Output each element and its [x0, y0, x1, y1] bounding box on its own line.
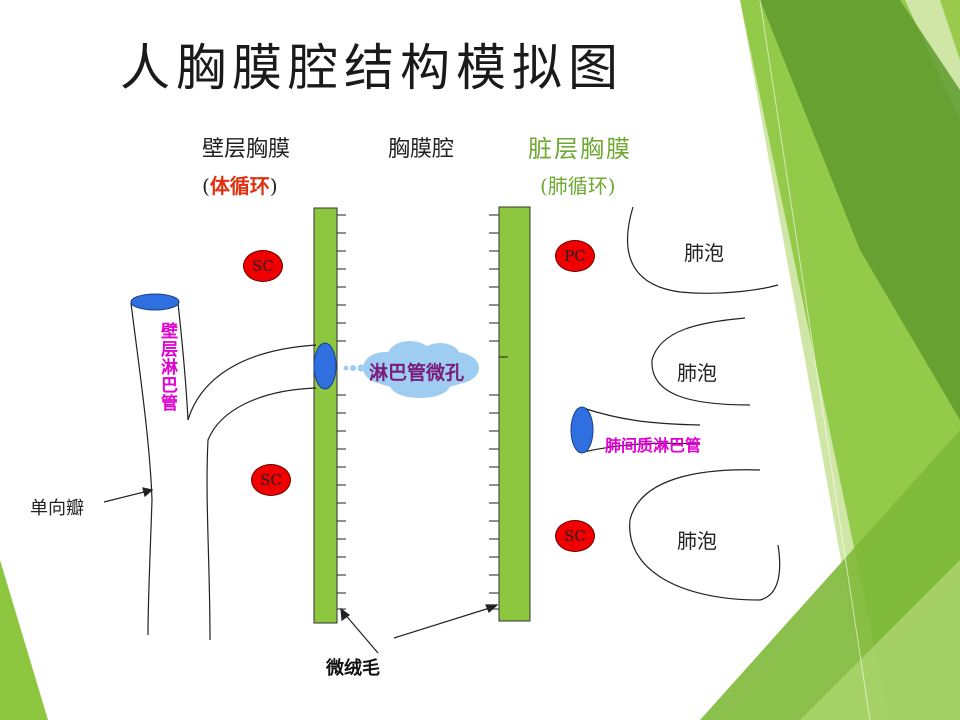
microvilli-label: 微绒毛 — [326, 658, 380, 679]
pc-marker: PC — [555, 240, 595, 272]
parietal-lymph-label: 壁层淋巴管 — [157, 322, 177, 412]
sc-marker-top: SC — [243, 250, 283, 282]
paren-open: ( — [202, 174, 210, 198]
lymph-stoma-cloud — [363, 341, 479, 398]
microvilli-ticks-parietal — [337, 214, 346, 610]
alveolus-label-3: 肺泡 — [677, 529, 717, 553]
interstitial-lymph-vessel — [582, 407, 701, 453]
microvilli-ticks-visceral — [489, 214, 508, 610]
lymph-stoma-ellipse — [313, 342, 337, 390]
visceral-pleura-bar — [498, 206, 531, 622]
paren-close: ) — [269, 174, 278, 198]
parietal-pleura-bar — [313, 207, 338, 624]
sc-marker-middle: SC — [251, 464, 291, 496]
annotation-arrows — [103, 487, 499, 654]
parietal-lymph-vessel — [130, 302, 317, 641]
header-systemic-circulation: (体循环) — [202, 170, 278, 199]
interstitial-lymph-opening — [570, 406, 594, 454]
one-way-valve-label: 单向瓣 — [30, 498, 84, 519]
sc-marker-right: SC — [555, 520, 595, 552]
header-pleural-cavity: 胸膜腔 — [388, 137, 455, 162]
slide-title: 人胸膜腔结构模拟图 — [120, 39, 624, 97]
header-visceral-pleura: 脏层胸膜 — [528, 135, 632, 163]
interstitial-lymph-label: 肺间质淋巴管 — [605, 436, 702, 455]
systemic-circulation-text: 体循环 — [209, 174, 270, 198]
alveolus-label-2: 肺泡 — [677, 361, 717, 385]
header-parietal-pleura: 壁层胸膜 — [202, 137, 291, 162]
alveolus-label-1: 肺泡 — [684, 241, 724, 265]
header-pulmonary-circulation: (肺循环) — [540, 174, 616, 198]
stoma-dots — [343, 364, 365, 372]
alveoli-outlines — [626, 206, 781, 601]
parietal-lymph-opening — [130, 293, 180, 311]
lymph-stoma-label: 淋巴管微孔 — [369, 362, 465, 384]
